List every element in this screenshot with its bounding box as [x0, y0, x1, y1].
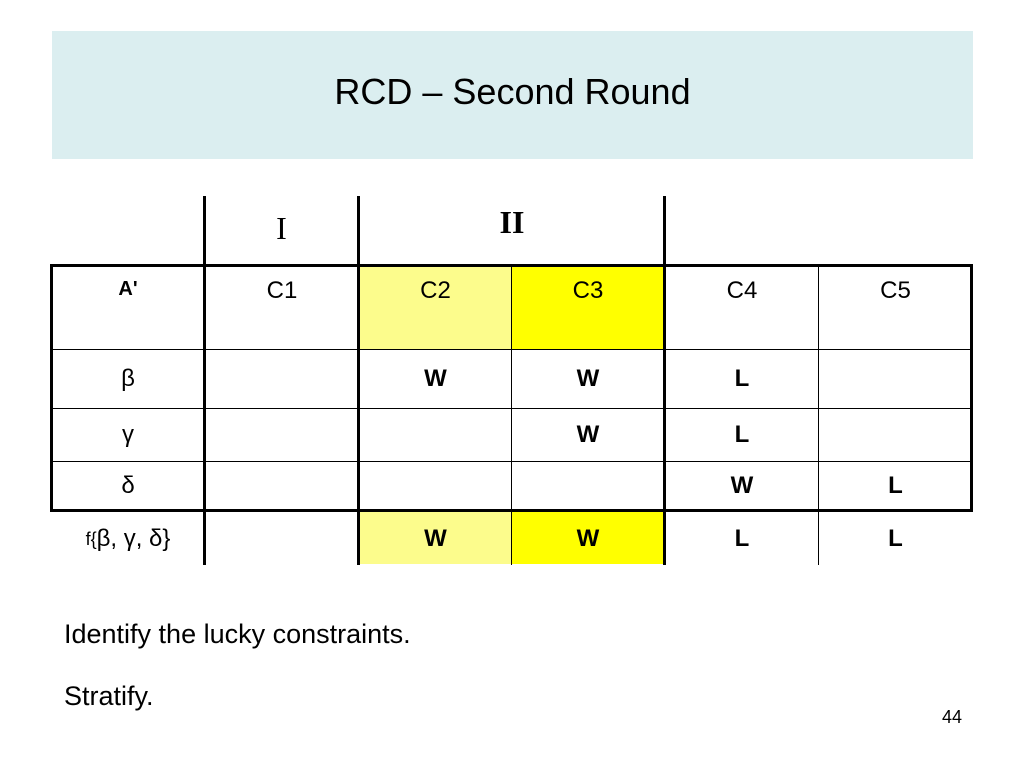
row-label-beta: β — [121, 365, 135, 392]
cell-beta-c4: L — [734, 365, 750, 392]
stratum-label-1: I — [276, 210, 287, 246]
header-cell-c5: C5 — [880, 277, 911, 304]
instruction-line-1: Identify the lucky constraints. — [64, 619, 411, 649]
header-cell-c4: C4 — [726, 277, 758, 304]
cell-beta-c3: W — [576, 365, 600, 392]
row-divider-1 — [52, 349, 972, 350]
c3-footer-highlight — [512, 512, 664, 564]
row-label-f-set: f{β, γ, δ} — [52, 513, 204, 565]
slide-title: RCD – Second Round — [334, 71, 691, 112]
title-bar: RCD – Second Round — [52, 31, 973, 159]
stratum-divider-0 — [203, 196, 206, 565]
header-cell-a-prime: A' — [118, 278, 138, 300]
f-set-body: β, γ, δ} — [96, 525, 171, 552]
table-border-top — [50, 264, 973, 267]
table-border-bottom — [50, 509, 973, 512]
header-cell-c1: C1 — [266, 277, 298, 304]
row-divider-3 — [52, 461, 972, 462]
column-line-c4-c5 — [818, 265, 819, 565]
c3-header-highlight — [512, 265, 664, 349]
cell-gamma-c3: W — [576, 421, 600, 448]
f-set-prefix: f{ — [85, 529, 97, 549]
column-line-c2-c3 — [511, 265, 512, 565]
page-number: 44 — [941, 707, 962, 727]
cell-delta-c5: L — [888, 472, 903, 499]
table-border-right — [970, 264, 973, 512]
cell-beta-c5 — [819, 350, 972, 408]
cell-delta-c4: W — [730, 472, 754, 499]
header-cell-c2: C2 — [420, 277, 451, 304]
cell-f-c5: L — [888, 525, 903, 552]
stratum-divider-1 — [357, 196, 360, 565]
row-label-gamma: γ — [122, 421, 134, 448]
stratum-label-2: II — [499, 204, 525, 240]
header-cell-c3: C3 — [572, 277, 604, 304]
cell-f-c3: W — [576, 525, 600, 552]
cell-gamma-c5 — [819, 409, 972, 461]
cell-beta-c2: W — [424, 365, 447, 392]
cell-gamma-c4: L — [734, 421, 750, 448]
table-border-left — [50, 264, 53, 512]
stratum-divider-2 — [663, 196, 666, 565]
cell-f-c2: W — [424, 525, 447, 552]
instruction-line-2: Stratify. — [64, 681, 154, 711]
cell-delta-c2 — [359, 462, 512, 510]
cell-gamma-c2 — [359, 409, 512, 461]
cell-f-c4: L — [734, 525, 750, 552]
cell-delta-c3 — [512, 462, 664, 510]
c2-header-highlight — [359, 265, 512, 349]
cell-beta-c1 — [206, 350, 358, 408]
cell-delta-c1 — [206, 462, 358, 510]
c2-footer-highlight — [359, 512, 512, 564]
cell-gamma-c1 — [206, 409, 358, 461]
row-label-delta: δ — [121, 472, 135, 499]
cell-f-c1 — [206, 513, 358, 565]
row-divider-2 — [52, 408, 972, 409]
